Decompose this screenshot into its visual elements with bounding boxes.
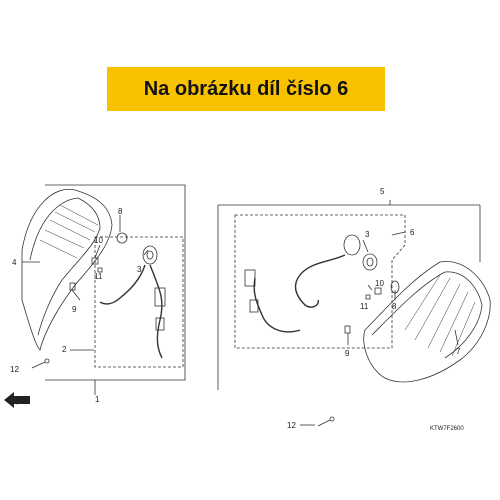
- callout-11: 11: [94, 272, 103, 281]
- right-lamp-housing: [363, 261, 491, 383]
- part-number-banner: Na obrázku díl číslo 6: [107, 67, 385, 111]
- callout-11b: 11: [360, 302, 369, 311]
- right-harness-wire: [294, 254, 346, 308]
- left-lamp-housing: [21, 188, 113, 351]
- callout-4: 4: [12, 258, 17, 267]
- callout-10b: 10: [375, 279, 384, 288]
- callout-10: 10: [94, 236, 103, 245]
- callout-12: 12: [10, 365, 19, 374]
- callout-7: 7: [456, 347, 461, 356]
- left-assembly-frame: [45, 184, 186, 381]
- left-socket: [142, 245, 158, 265]
- callout-8b: 8: [392, 302, 397, 311]
- direction-arrow-icon: [4, 392, 30, 408]
- diagram-code: KTW7F2600: [430, 426, 464, 432]
- callout-3: 3: [137, 265, 142, 274]
- callout-9b: 9: [345, 349, 350, 358]
- right-socket: [343, 234, 361, 256]
- left-lamp-lens: [29, 197, 101, 336]
- left-harness-box: [94, 236, 184, 368]
- callout-1: 1: [95, 395, 100, 404]
- direction-label: FR.: [9, 396, 24, 409]
- callout-12b: 12: [287, 421, 296, 430]
- banner-text: Na obrázku díl číslo 6: [143, 77, 349, 100]
- left-harness-wire: [99, 264, 146, 305]
- right-assembly-frame: [218, 200, 391, 206]
- left-bulb: [116, 232, 128, 244]
- callout-2: 2: [62, 345, 67, 354]
- callout-9: 9: [72, 305, 77, 314]
- right-harness-box: [234, 214, 406, 349]
- callout-3b: 3: [365, 230, 370, 239]
- callout-6: 6: [410, 228, 415, 237]
- callout-8: 8: [118, 207, 123, 216]
- callout-5: 5: [380, 187, 385, 196]
